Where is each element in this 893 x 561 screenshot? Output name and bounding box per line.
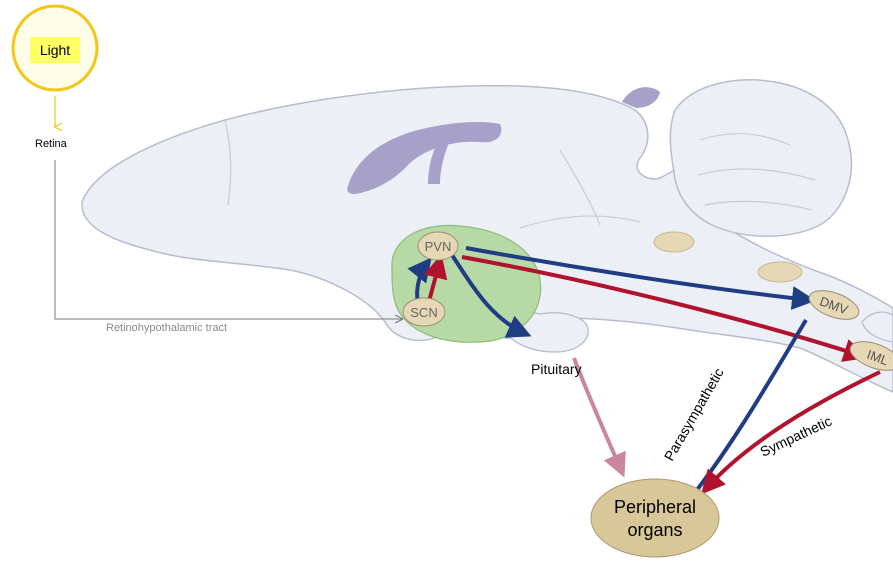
peripheral-organs-label-1: Peripheral	[614, 497, 696, 517]
light-source: Light	[13, 6, 97, 127]
cerebellum-shape	[670, 80, 851, 236]
retina-label: Retina	[35, 138, 68, 150]
peripheral-organs-node: Peripheral organs	[591, 479, 719, 557]
light-label: Light	[40, 42, 70, 58]
peripheral-organs-label-2: organs	[627, 520, 682, 540]
scn-node: SCN	[403, 298, 445, 326]
nucleus-medulla	[758, 262, 802, 282]
tract-label: Retinohypothalamic tract	[106, 322, 227, 334]
scn-label: SCN	[410, 305, 437, 320]
brain-sagittal	[82, 80, 893, 392]
nucleus-pons	[654, 232, 694, 252]
parasympathetic-label: Parasympathetic	[661, 365, 727, 463]
pituitary-label: Pituitary	[531, 361, 582, 377]
peripheral-organs-ellipse	[591, 479, 719, 557]
pvn-label: PVN	[425, 239, 452, 254]
pvn-node: PVN	[418, 232, 458, 260]
tectum-shape	[622, 87, 660, 108]
